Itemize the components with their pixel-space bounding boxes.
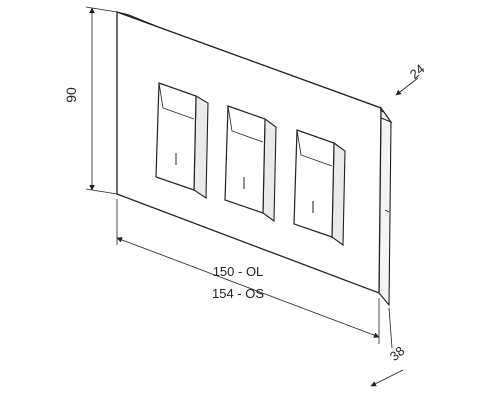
height-dimension: 90 bbox=[63, 6, 118, 195]
bottom-depth-label: 38 bbox=[387, 343, 408, 364]
height-label: 90 bbox=[63, 87, 79, 103]
bottom-depth-dimension: 38 bbox=[370, 307, 408, 387]
bottom-depth-arrow bbox=[370, 369, 404, 387]
width-label-primary: 150 - OL bbox=[213, 264, 264, 279]
height-extension-bottom bbox=[85, 188, 118, 195]
bottom-depth-extension bbox=[388, 307, 393, 349]
rocker-3-face bbox=[293, 129, 335, 238]
width-dimension-line bbox=[116, 237, 380, 338]
rocker-3-crease bbox=[296, 129, 333, 167]
height-extension-top bbox=[85, 6, 118, 13]
rocker-switch-2 bbox=[224, 105, 277, 223]
rocker-switch-1 bbox=[155, 82, 209, 200]
rocker-1-crease bbox=[158, 82, 195, 120]
top-depth-dimension: 24 bbox=[379, 61, 428, 113]
rocker-1-face bbox=[155, 82, 197, 191]
rocker-2-face bbox=[224, 105, 266, 214]
plate-edge-notch bbox=[384, 209, 390, 213]
rocker-2-crease bbox=[227, 105, 264, 143]
rocker-switch-3 bbox=[293, 129, 346, 247]
top-depth-label: 24 bbox=[407, 61, 428, 82]
top-depth-arrow bbox=[395, 77, 419, 96]
width-label-secondary: 154 - OS bbox=[212, 286, 264, 301]
width-dimension: 150 - OL 154 - OS bbox=[116, 199, 380, 344]
top-depth-extension bbox=[379, 109, 384, 113]
